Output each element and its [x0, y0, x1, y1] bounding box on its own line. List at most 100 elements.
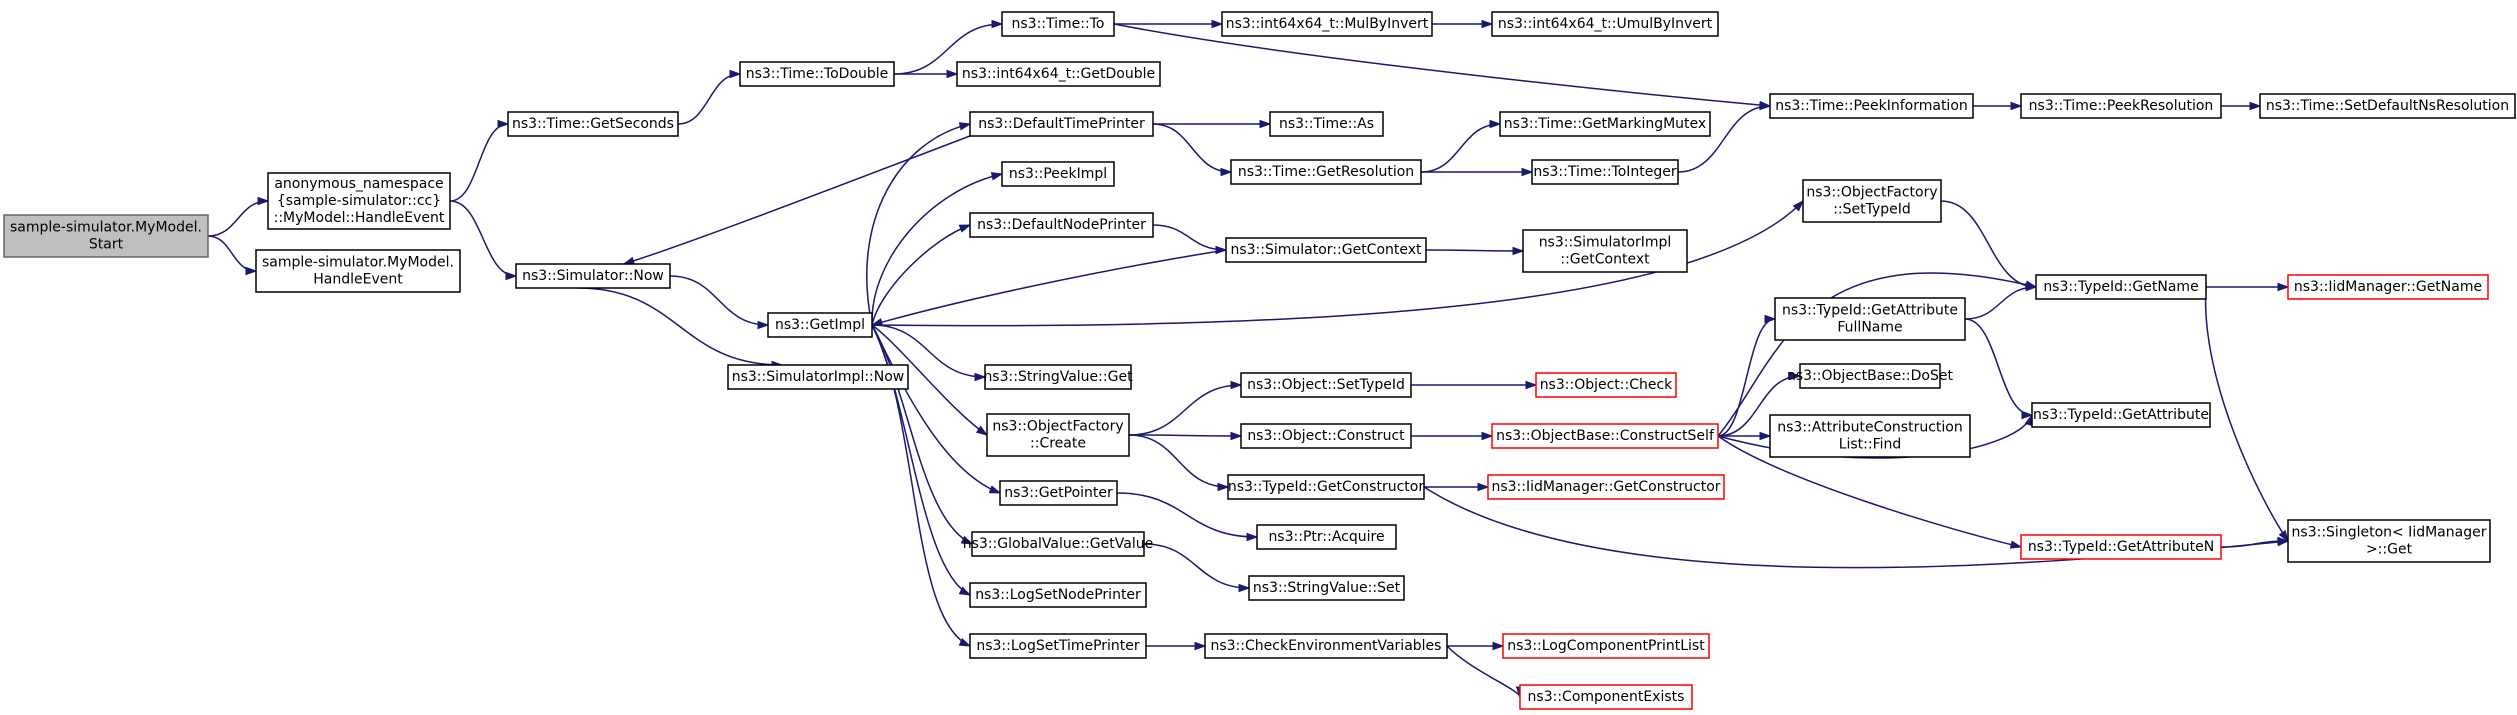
node-objbase-doset[interactable]: ns3::ObjectBase::DoSet: [1787, 363, 1953, 389]
node-setdefaultnsresolution[interactable]: ns3::Time::SetDefaultNsResolution: [2259, 93, 2516, 119]
edge-getseconds-to-todouble: [677, 69, 742, 125]
node-label: ns3::Time::As: [1279, 116, 1374, 132]
arrowhead: [2277, 282, 2290, 292]
node-ptr-acquire[interactable]: ns3::Ptr::Acquire: [1256, 524, 1397, 550]
node-label: ns3::Time::GetMarkingMutex: [1504, 116, 1706, 132]
node-getseconds[interactable]: ns3::Time::GetSeconds: [507, 111, 679, 137]
node-tointeger[interactable]: ns3::Time::ToInteger: [1531, 159, 1679, 185]
node-logsetnodeprinter[interactable]: ns3::LogSetNodePrinter: [969, 582, 1147, 608]
edge-globalvalue-getvalue-to-stringvalue-set: [1143, 543, 1251, 593]
node-label: ns3::IidManager::GetConstructor: [1491, 479, 1720, 495]
node-objfactory-settypeid[interactable]: ns3::ObjectFactory::SetTypeId: [1802, 179, 1942, 223]
edge-getimpl-to-deftimeprinter: [866, 122, 972, 326]
node-mymodel-handle[interactable]: sample-simulator.MyModel.HandleEvent: [255, 249, 461, 293]
node-objfactory-create[interactable]: ns3::ObjectFactory::Create: [986, 413, 1130, 457]
node-componentexists[interactable]: ns3::ComponentExists: [1519, 684, 1693, 710]
edge-sim-getcontext-to-simimpl-getcontext: [1425, 246, 1525, 256]
node-obj-check[interactable]: ns3::Object::Check: [1535, 372, 1677, 398]
node-iid-getname[interactable]: ns3::IidManager::GetName: [2287, 274, 2489, 300]
node-label: ns3::Singleton< IidManager: [2292, 525, 2487, 541]
node-peekimpl[interactable]: ns3::PeekImpl: [1001, 161, 1115, 187]
edge-getimpl-to-globalvalue-getvalue: [871, 324, 974, 545]
node-mulbyinvert[interactable]: ns3::int64x64_t::MulByInvert: [1221, 11, 1433, 37]
node-label: ns3::Time::SetDefaultNsResolution: [2266, 98, 2509, 114]
node-label: ns3::TypeId::GetAttribute: [1782, 303, 1958, 319]
edge-peekresolution-to-setdefaultnsresolution: [2221, 101, 2262, 111]
node-label: ns3::TypeId::GetAttributeN: [2028, 539, 2214, 555]
edge-typeid-getconstructor-to-iid-getconstructor: [1423, 482, 1490, 492]
edge-time-to-to-mulbyinvert: [1114, 19, 1224, 29]
node-defnodeprinter[interactable]: ns3::DefaultNodePrinter: [969, 212, 1154, 238]
node-obj-construct[interactable]: ns3::Object::Construct: [1240, 423, 1412, 449]
node-umulbyinvert[interactable]: ns3::int64x64_t::UmulByInvert: [1491, 11, 1719, 37]
node-stringvalue-set[interactable]: ns3::StringValue::Set: [1248, 575, 1405, 601]
node-singleton-get[interactable]: ns3::Singleton< IidManager>::Get: [2287, 519, 2491, 563]
node-deftimeprinter[interactable]: ns3::DefaultTimePrinter: [969, 111, 1154, 137]
node-label: ns3::ObjectFactory: [992, 419, 1123, 435]
node-typeid-getconstructor[interactable]: ns3::TypeId::GetConstructor: [1227, 474, 1425, 500]
arrowhead: [757, 320, 770, 330]
node-time-as[interactable]: ns3::Time::As: [1269, 111, 1384, 137]
node-getresolution[interactable]: ns3::Time::GetResolution: [1230, 159, 1422, 185]
node-getpointer[interactable]: ns3::GetPointer: [999, 480, 1118, 506]
node-typeid-getattribute[interactable]: ns3::TypeId::GetAttribute: [2031, 402, 2211, 428]
node-typeid-getname[interactable]: ns3::TypeId::GetName: [2035, 274, 2207, 300]
node-constructself[interactable]: ns3::ObjectBase::ConstructSelf: [1491, 423, 1719, 449]
edge-deftimeprinter-to-time-as: [1153, 119, 1272, 129]
edge-getimpl-to-stringvalue-get: [871, 324, 987, 382]
node-checkenv[interactable]: ns3::CheckEnvironmentVariables: [1204, 633, 1448, 659]
node-sim-now[interactable]: ns3::Simulator::Now: [515, 263, 671, 289]
node-label: ns3::SimulatorImpl::Now: [732, 369, 905, 385]
node-label: ::MyModel::HandleEvent: [274, 210, 445, 226]
node-getimpl[interactable]: ns3::GetImpl: [767, 312, 873, 338]
arrowhead: [1489, 119, 1502, 129]
node-obj-settypeid[interactable]: ns3::Object::SetTypeId: [1240, 372, 1412, 398]
arrowhead: [729, 69, 742, 79]
node-label: HandleEvent: [313, 272, 403, 288]
arrowhead: [2278, 529, 2289, 543]
node-todouble[interactable]: ns3::Time::ToDouble: [739, 61, 895, 87]
node-getattributen[interactable]: ns3::TypeId::GetAttributeN: [2020, 534, 2222, 560]
node-simimpl-getcontext[interactable]: ns3::SimulatorImpl::GetContext: [1522, 229, 1688, 273]
edge-sim-now-to-getimpl: [669, 275, 770, 330]
node-peekresolution[interactable]: ns3::Time::PeekResolution: [2020, 93, 2222, 119]
arrowhead: [974, 372, 987, 382]
arrowhead: [245, 266, 258, 276]
node-int-getdouble[interactable]: ns3::int64x64_t::GetDouble: [956, 61, 1161, 87]
node-label: ns3::GetPointer: [1004, 485, 1113, 501]
node-simimpl-now[interactable]: ns3::SimulatorImpl::Now: [727, 364, 909, 390]
node-globalvalue-getvalue[interactable]: ns3::GlobalValue::GetValue: [963, 531, 1153, 557]
node-iid-getconstructor[interactable]: ns3::IidManager::GetConstructor: [1487, 474, 1725, 500]
arrowhead: [2277, 536, 2290, 546]
arrowhead: [1481, 431, 1494, 441]
arrowhead: [946, 69, 959, 79]
node-sim-getcontext[interactable]: ns3::Simulator::GetContext: [1225, 237, 1427, 263]
arrowhead: [1789, 371, 1802, 381]
node-label: anonymous_namespace: [274, 176, 443, 192]
node-label: ns3::int64x64_t::UmulByInvert: [1498, 16, 1713, 32]
node-anon-handle[interactable]: anonymous_namespace{sample-simulator::cc…: [267, 172, 451, 230]
node-peekinformation[interactable]: ns3::Time::PeekInformation: [1769, 93, 1974, 119]
node-label: ::SetTypeId: [1833, 202, 1911, 218]
node-getmarkingmutex[interactable]: ns3::Time::GetMarkingMutex: [1499, 111, 1711, 137]
edge-typeid-getname-to-singleton-get: [2204, 286, 2289, 543]
node-start[interactable]: sample-simulator.MyModel.Start: [3, 214, 209, 258]
node-logcomponentprintlist[interactable]: ns3::LogComponentPrintList: [1502, 633, 1710, 659]
arrowhead: [1246, 532, 1259, 542]
nodes-layer: sample-simulator.MyModel.Start anonymous_…: [3, 11, 2516, 710]
node-label: ns3::StringValue::Get: [983, 369, 1133, 385]
node-label: ns3::PeekImpl: [1009, 166, 1107, 182]
edge-objfactory-create-to-typeid-getconstructor: [1128, 434, 1230, 492]
edge-deftimeprinter-to-getresolution: [1152, 123, 1233, 177]
node-logsettimeprinter[interactable]: ns3::LogSetTimePrinter: [969, 633, 1147, 659]
node-stringvalue-get[interactable]: ns3::StringValue::Get: [983, 364, 1133, 390]
node-time-to[interactable]: ns3::Time::To: [1001, 11, 1115, 37]
edge-checkenv-to-logcomponentprintlist: [1447, 641, 1505, 651]
node-label: ::GetContext: [1560, 252, 1650, 268]
edge-start-to-mymodel-handle: [207, 235, 258, 276]
edge-getpointer-to-ptr-acquire: [1116, 492, 1259, 542]
node-label: ns3::Time::To: [1012, 16, 1105, 32]
